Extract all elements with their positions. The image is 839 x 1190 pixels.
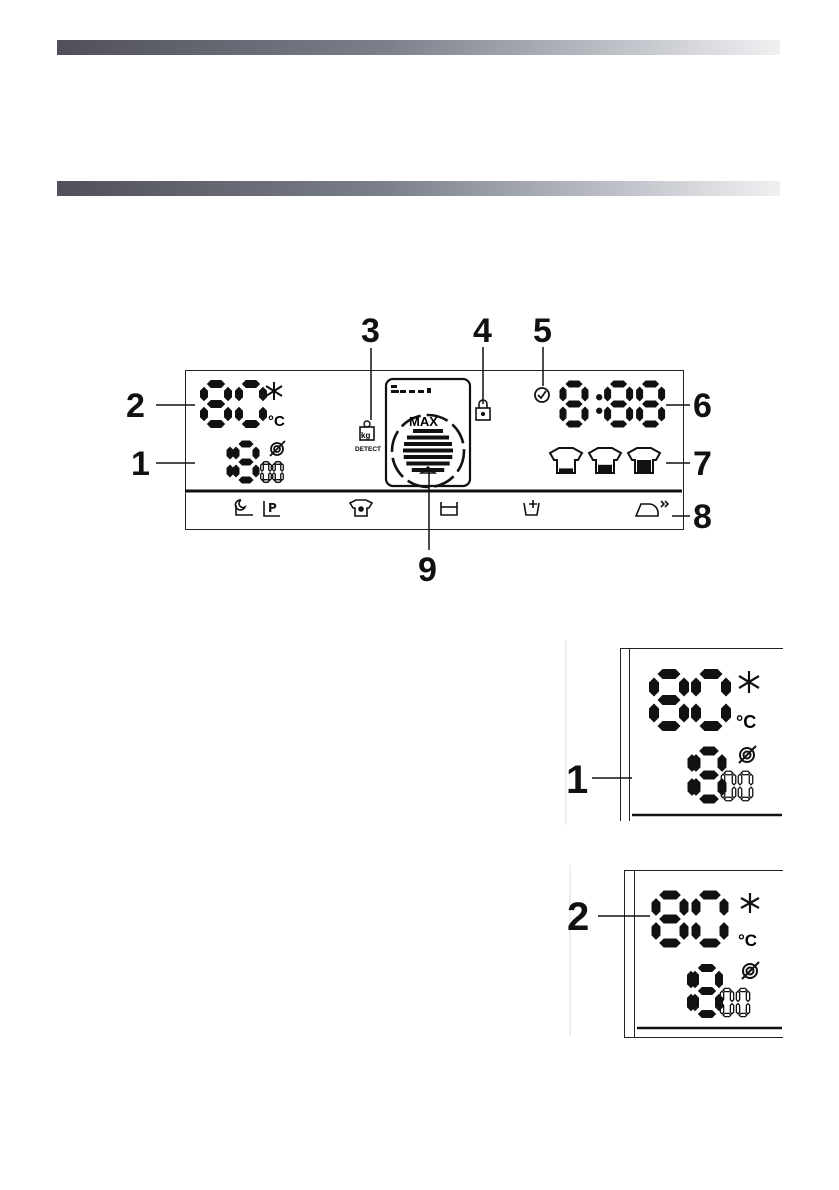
lcd-segment [746, 991, 749, 1001]
detail-2-spin-display [687, 964, 723, 1018]
lcd-segment [680, 922, 689, 940]
lcd-segment [659, 915, 681, 924]
lcd-segment [739, 988, 747, 991]
detail-2-spin-small-display [720, 988, 749, 1016]
lcd-segment [720, 898, 729, 916]
detail-2-spin-icon [742, 962, 759, 979]
lcd-segment [692, 898, 701, 916]
lcd-segment [739, 1013, 747, 1016]
lcd-segment [699, 939, 721, 948]
lcd-segment [723, 1013, 731, 1016]
lcd-segment [680, 898, 689, 916]
lcd-segment [699, 891, 721, 900]
lcd-segment [723, 988, 731, 991]
lcd-segment [698, 964, 716, 972]
lcd-segment [659, 939, 681, 948]
lcd-segment [730, 1004, 733, 1014]
detail-2-callout: 2 [567, 897, 589, 937]
lcd-segment [720, 922, 729, 940]
lcd-segment [659, 891, 681, 900]
detail-2-temp-unit: °C [738, 931, 757, 950]
lcd-segment [730, 991, 733, 1001]
lcd-segment [698, 987, 716, 995]
lcd-segment [746, 1004, 749, 1014]
lcd-segment [692, 922, 701, 940]
lcd-segment [652, 898, 661, 916]
lcd-segment [698, 1010, 716, 1018]
lcd-segment [715, 971, 723, 988]
lcd-segment [652, 922, 661, 940]
lcd-segment [736, 1004, 739, 1014]
lcd-segment [736, 991, 739, 1001]
lcd-segment [715, 994, 723, 1011]
detail-2-temp-display [652, 891, 729, 948]
detail-2-snowflake-icon [741, 893, 759, 913]
